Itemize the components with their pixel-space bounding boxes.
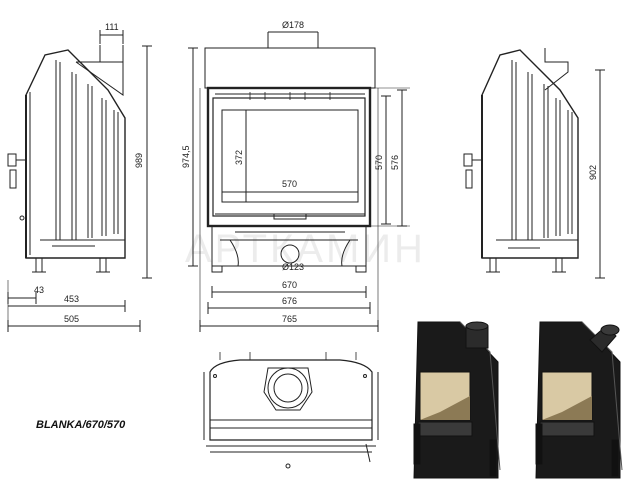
dim-air-inlet: Ø123 (282, 262, 304, 272)
front-view: Ø178 974,5 372 570 576 570 (181, 20, 410, 332)
dim-glass-height: 372 (234, 150, 244, 165)
dim-flue-offset: 111 (105, 22, 119, 32)
dim-flue-diameter: Ø178 (282, 20, 304, 30)
dim-height-989: 989 (134, 153, 144, 168)
side-view-left: 111 989 43 453 505 (7, 22, 152, 332)
dim-height-902: 902 (588, 165, 598, 180)
dim-inner-576: 576 (390, 155, 400, 170)
dim-width-676: 676 (282, 296, 297, 306)
watermark: АРТКАМИН (185, 227, 426, 271)
dim-width-765: 765 (282, 314, 297, 324)
dim-glass-width: 570 (282, 179, 297, 189)
dim-depth-505: 505 (64, 314, 79, 324)
side-view-right: 902 (463, 48, 605, 279)
top-view (203, 352, 379, 469)
dim-width-670: 670 (282, 280, 297, 290)
model-title: BLANKA/670/570 (36, 419, 126, 431)
dim-height-974: 974,5 (181, 145, 191, 168)
dim-foot-43: 43 (34, 285, 44, 295)
dim-inner-570: 570 (374, 155, 384, 170)
perspective-view-1 (413, 321, 501, 479)
dim-depth-453: 453 (64, 294, 79, 304)
perspective-view-2 (535, 321, 623, 479)
